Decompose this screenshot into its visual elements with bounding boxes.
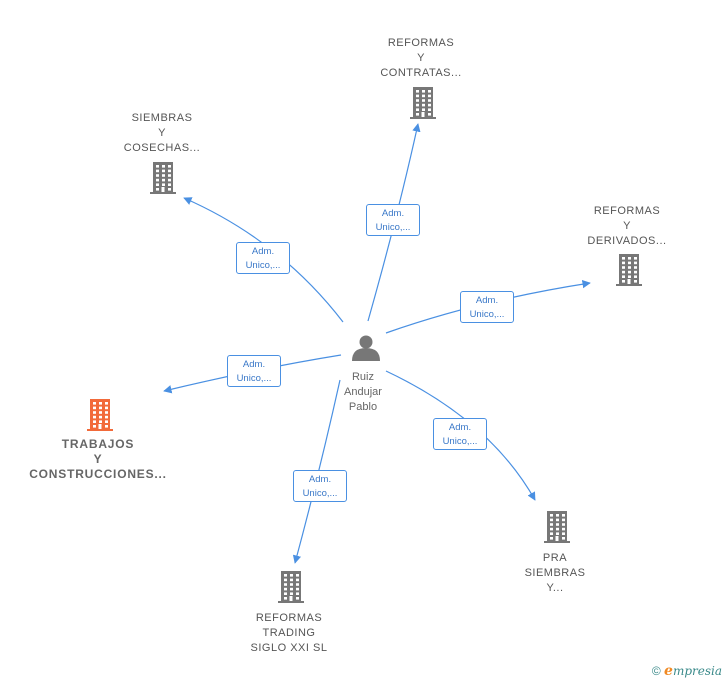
edge-role-label-siembras-cosechas[interactable]: Adm. Unico,... <box>236 242 290 274</box>
edge-role-label-reformas-trading[interactable]: Adm. Unico,... <box>293 470 347 502</box>
company-label-reformas-contratas-line: REFORMAS <box>387 37 455 49</box>
edge-role-text: Unico,... <box>245 260 281 271</box>
company-label-reformas-derivados-line: Y <box>623 220 631 232</box>
edge-role-text: Unico,... <box>442 436 478 447</box>
company-label-siembras-cosechas-line: COSECHAS... <box>123 142 201 154</box>
edge-role-text: Adm. <box>242 359 266 370</box>
building-icon[interactable] <box>87 399 113 431</box>
company-label-trabajos-construcciones-line: Y <box>93 452 103 466</box>
person-label-line: Andujar <box>344 386 382 398</box>
building-icon[interactable] <box>150 162 176 194</box>
company-label-trabajos-construcciones-line: CONSTRUCCIONES... <box>29 467 167 481</box>
edge-role-label-pra-siembras[interactable]: Adm. Unico,... <box>433 418 487 450</box>
edge-role-text: Adm. <box>475 295 499 306</box>
company-label-pra-siembras-line: Y... <box>546 582 564 594</box>
company-label-pra-siembras[interactable]: PRA SIEMBRAS Y... <box>525 551 586 596</box>
edge-role-text: Unico,... <box>302 488 338 499</box>
edge-role-text: Adm. <box>381 208 405 219</box>
edge-role-text: Adm. <box>448 422 472 433</box>
person-label-line: Ruiz <box>351 371 375 383</box>
building-icon[interactable] <box>544 511 570 543</box>
edge-role-label-reformas-contratas[interactable]: Adm. Unico,... <box>366 204 420 236</box>
building-icon[interactable] <box>616 254 642 286</box>
edge-role-text: Adm. <box>308 474 332 485</box>
company-label-reformas-contratas-line: CONTRATAS... <box>380 67 462 79</box>
edge-role-label-trabajos-construcciones[interactable]: Adm. Unico,... <box>227 355 281 387</box>
building-icon[interactable] <box>278 571 304 603</box>
company-label-reformas-derivados[interactable]: REFORMAS Y DERIVADOS... <box>587 204 666 249</box>
company-label-pra-siembras-line: PRA <box>542 552 568 564</box>
person-icon[interactable] <box>352 335 380 362</box>
company-label-reformas-contratas-line: Y <box>417 52 425 64</box>
company-label-reformas-trading-line: TRADING <box>262 627 316 639</box>
company-label-reformas-derivados-line: REFORMAS <box>593 205 661 217</box>
company-label-trabajos-construcciones-line: TRABAJOS <box>61 437 135 451</box>
company-label-siembras-cosechas-line: SIEMBRAS <box>131 112 193 124</box>
company-label-reformas-trading-line: SIGLO XXI SL <box>250 642 328 654</box>
edge-role-text: Unico,... <box>236 373 272 384</box>
company-label-pra-siembras-line: SIEMBRAS <box>524 567 586 579</box>
copyright-icon: © <box>651 664 661 678</box>
edge-role-text: Unico,... <box>469 309 505 320</box>
person-label-line: Pablo <box>348 401 378 413</box>
company-label-reformas-derivados-line: DERIVADOS... <box>587 235 667 247</box>
company-label-siembras-cosechas[interactable]: SIEMBRAS Y COSECHAS... <box>124 111 200 156</box>
company-label-reformas-trading-line: REFORMAS <box>255 612 323 624</box>
edge-role-text: Adm. <box>251 246 275 257</box>
edge-role-text: Unico,... <box>375 222 411 233</box>
building-icon[interactable] <box>410 87 436 119</box>
company-label-reformas-contratas[interactable]: REFORMAS Y CONTRATAS... <box>380 36 461 81</box>
footer-brand[interactable]: © empresia <box>652 663 722 679</box>
company-label-siembras-cosechas-line: Y <box>158 127 166 139</box>
company-label-reformas-trading[interactable]: REFORMAS TRADING SIGLO XXI SL <box>251 611 328 656</box>
edge-role-label-reformas-derivados[interactable]: Adm. Unico,... <box>460 291 514 323</box>
brand-logo: empresia <box>664 663 722 679</box>
